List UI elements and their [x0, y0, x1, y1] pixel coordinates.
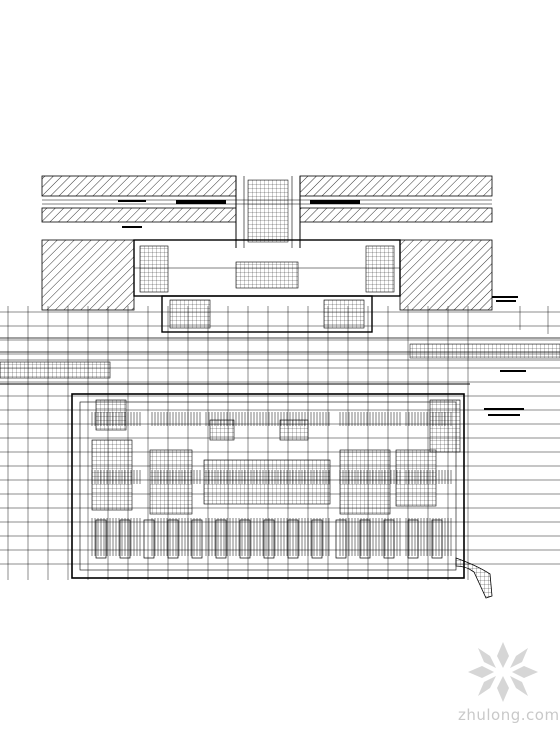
parking-stalls — [91, 412, 452, 559]
parking-level — [71, 393, 465, 579]
ramp — [455, 557, 493, 599]
station-building — [133, 239, 401, 333]
watermark-text: zhulong.com — [458, 706, 560, 724]
zhulong-logo-icon — [468, 642, 538, 702]
annotation-marks — [118, 200, 526, 416]
central-corridor — [235, 176, 301, 248]
road-top — [41, 175, 493, 223]
track-band — [0, 337, 560, 385]
